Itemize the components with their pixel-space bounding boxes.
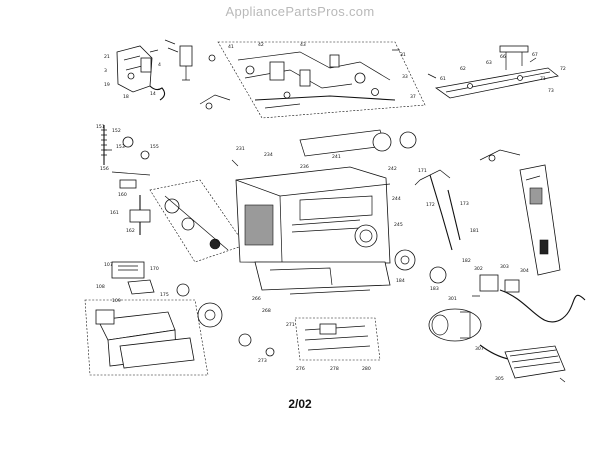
callout-number: 172 (426, 202, 435, 208)
callout-number: 266 (252, 296, 261, 302)
callout-number: 42 (258, 42, 264, 48)
callout-number: 171 (418, 168, 427, 174)
callout-number: 3 (104, 68, 107, 74)
callout-number: 268 (262, 308, 271, 314)
callout-number: 236 (300, 164, 309, 170)
callout-leaders (104, 49, 566, 383)
callout-number: 175 (160, 292, 169, 298)
callout-number: 153 (116, 144, 125, 150)
callout-number: 271 (286, 322, 295, 328)
callout-number: 151 (96, 124, 105, 130)
callout-numbers: 21 3 4 14 18 19 41 42 43 31 33 37 61 62 63 66 67 71 72 73 15… (96, 42, 566, 382)
callout-number: 305 (495, 376, 504, 382)
callout-number: 66 (500, 54, 506, 60)
callout-number: 173 (460, 201, 469, 207)
callout-number: 307 (475, 346, 484, 352)
callout-number: 184 (396, 278, 405, 284)
callout-number: 62 (460, 66, 466, 72)
bed-plate-part (434, 45, 559, 99)
machine-bed (254, 261, 391, 295)
callout-number: 273 (258, 358, 267, 364)
callout-number: 302 (474, 266, 483, 272)
small-fasteners-top (164, 39, 231, 110)
callout-number: 162 (126, 228, 135, 234)
callout-number: 33 (402, 74, 408, 80)
right-lever-parts (394, 149, 521, 284)
callout-number: 242 (388, 166, 397, 172)
callout-number: 152 (112, 128, 121, 134)
callout-number: 276 (296, 366, 305, 372)
upper-shaft-assembly (217, 41, 426, 119)
callout-number: 41 (228, 44, 234, 50)
site-watermark: AppliancePartsPros.com (225, 4, 375, 19)
callout-number: 43 (300, 42, 306, 48)
callout-number: 73 (548, 88, 554, 94)
callout-number: 278 (330, 366, 339, 372)
callout-number: 19 (104, 82, 110, 88)
machine-arm-housing (235, 129, 417, 264)
callout-number: 183 (430, 286, 439, 292)
callout-number: 303 (500, 264, 509, 270)
callout-number: 72 (560, 66, 566, 72)
callout-number: 107 (104, 262, 113, 268)
needle-bar-assembly (149, 179, 246, 263)
callout-number: 109 (112, 298, 121, 304)
callout-number: 244 (392, 196, 401, 202)
callout-number: 21 (104, 54, 110, 60)
accessory-box-group (84, 299, 209, 376)
feed-dog-assembly (197, 302, 381, 361)
callout-number: 156 (100, 166, 109, 172)
callout-number: 18 (123, 94, 129, 100)
callout-number: 61 (440, 76, 446, 82)
left-column-parts (101, 125, 151, 235)
callout-number: 4 (158, 62, 161, 68)
callout-number: 182 (462, 258, 471, 264)
callout-number: 160 (118, 192, 127, 198)
face-plate-part (519, 164, 561, 276)
callout-number: 67 (532, 52, 538, 58)
callout-number: 37 (410, 94, 416, 100)
callout-number: 181 (470, 228, 479, 234)
lower-left-parts (111, 261, 190, 297)
callout-number: 170 (150, 266, 159, 272)
diagram-page-code: 2/02 (288, 397, 312, 411)
callout-number: 108 (96, 284, 105, 290)
callout-number: 14 (150, 91, 156, 97)
callout-number: 241 (332, 154, 341, 160)
callout-number: 245 (394, 222, 403, 228)
motor-part (428, 274, 520, 342)
foot-controller-part (504, 345, 566, 379)
callout-number: 301 (448, 296, 457, 302)
callout-number: 231 (236, 146, 245, 152)
callout-number: 161 (110, 210, 119, 216)
callout-number: 304 (520, 268, 529, 274)
callout-number: 71 (540, 76, 546, 82)
callout-number: 280 (362, 366, 371, 372)
callout-number: 155 (150, 144, 159, 150)
front-cover-part (116, 45, 166, 101)
callout-number: 234 (264, 152, 273, 158)
callout-number: 31 (400, 52, 406, 58)
callout-number: 63 (486, 60, 492, 66)
